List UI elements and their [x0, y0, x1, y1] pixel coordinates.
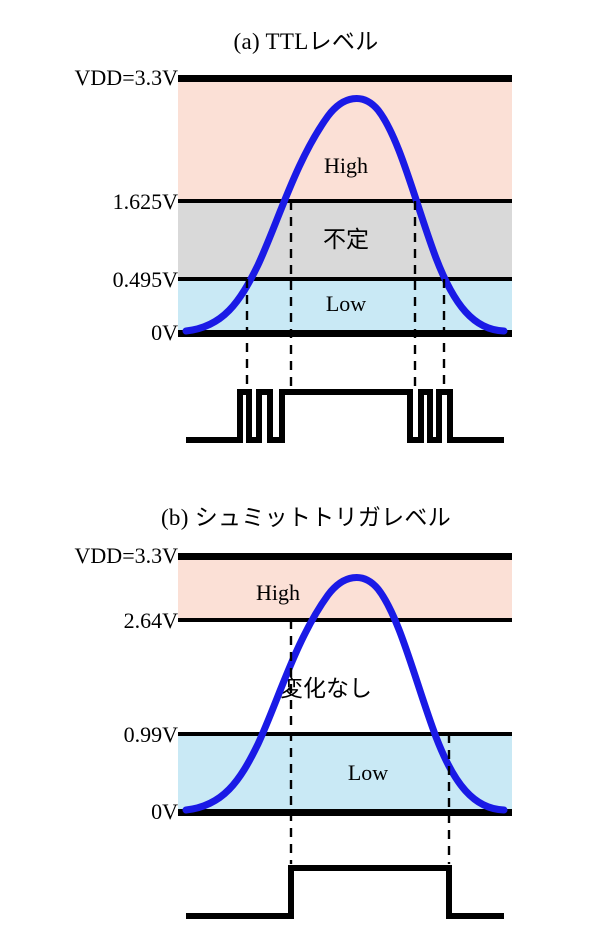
band-label-no-change: 変化なし: [280, 676, 372, 701]
panel-ttl-level: (a) TTLレベル VDD=3.3V 1.625V 0.495V 0V Hig…: [0, 0, 512, 476]
band-label-low: Low: [325, 291, 367, 316]
panel-schmitt-trigger-level: (b) シュミットトリガレベル VDD=3.3V 2.64V 0.99V 0V …: [0, 476, 612, 952]
axis-label-ground-b: 0V: [151, 799, 178, 824]
rule-vdd-b: [178, 553, 512, 560]
panel-a-title: (a) TTLレベル: [233, 29, 379, 54]
rule-vt-plus: [178, 618, 512, 622]
band-label-low-b: Low: [347, 760, 389, 785]
axis-label-vdd-b: VDD=3.3V: [74, 543, 178, 568]
rule-vih: [178, 199, 512, 203]
panel-a-axis-labels: VDD=3.3V 1.625V 0.495V 0V: [0, 0, 178, 476]
axis-label-ground: 0V: [151, 320, 178, 345]
rule-ground-b: [178, 809, 512, 816]
digital-output-chattering: [186, 389, 504, 443]
panel-b-title: (b) シュミットトリガレベル: [160, 505, 452, 530]
panel-a-plot: High 不定 Low: [178, 0, 512, 476]
band-high: [178, 78, 512, 202]
panel-b-axis-labels: VDD=3.3V 2.64V 0.99V 0V: [0, 476, 178, 952]
rule-vdd: [178, 75, 512, 82]
axis-label-vt-plus: 2.64V: [123, 608, 178, 633]
rule-ground: [178, 330, 512, 337]
rule-vt-minus: [178, 732, 512, 736]
band-label-high-b: High: [256, 580, 300, 605]
panel-b-plot: High 変化なし Low: [178, 476, 512, 952]
axis-label-vil: 0.495V: [112, 267, 178, 292]
axis-label-vdd: VDD=3.3V: [74, 65, 178, 90]
axis-label-vih: 1.625V: [112, 189, 178, 214]
axis-label-vt-minus: 0.99V: [123, 722, 178, 747]
band-label-high: High: [324, 153, 368, 178]
band-high-b: [178, 556, 512, 621]
band-low-b: [178, 735, 512, 812]
digital-output-clean: [186, 865, 504, 919]
band-label-undefined: 不定: [323, 227, 369, 252]
rule-vil: [178, 277, 512, 281]
